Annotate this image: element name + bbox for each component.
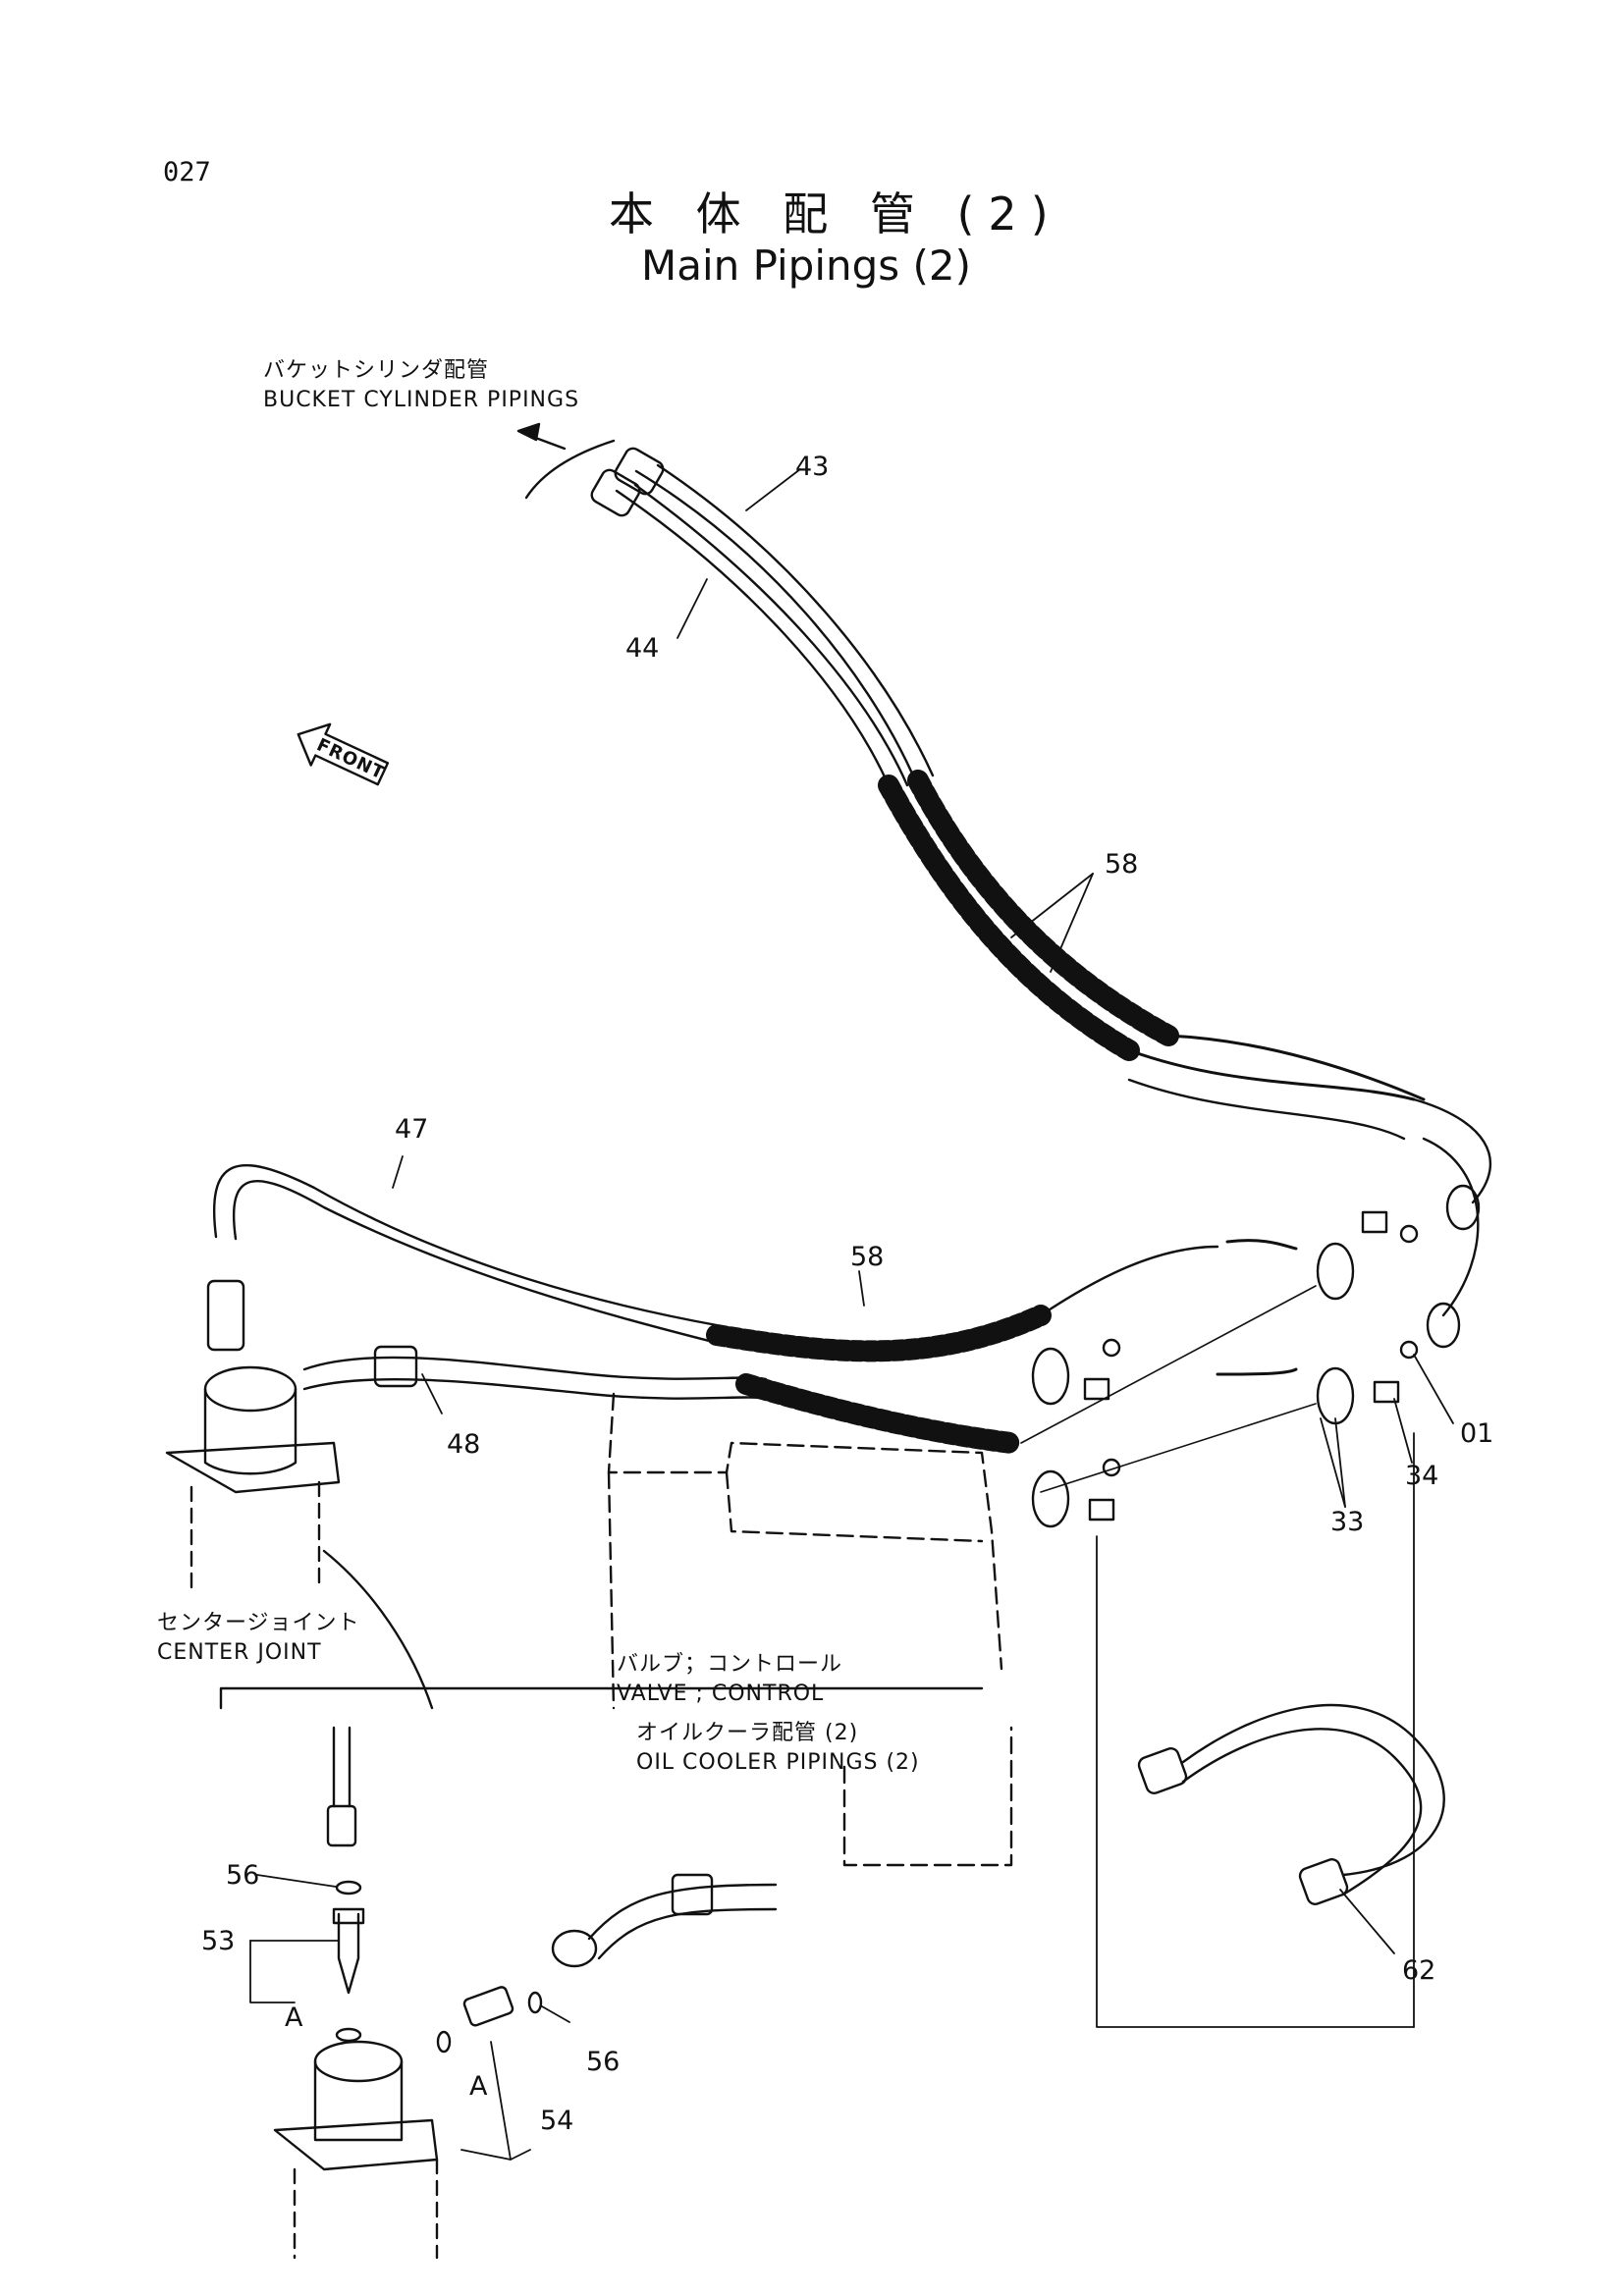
valve-control-label-en: VALVE ; CONTROL [617, 1682, 825, 1706]
leader-lines [249, 468, 1454, 2161]
detail-a-label-right: A [469, 2071, 488, 2102]
part-number-53: 53 [201, 1926, 236, 1956]
part-number-43: 43 [795, 452, 830, 482]
part-number-44: 44 [625, 633, 660, 664]
part-number-33: 33 [1330, 1507, 1365, 1537]
front-arrow [297, 722, 390, 786]
page-number: 027 [163, 157, 211, 187]
part-number-58-upper: 58 [1105, 849, 1139, 880]
valve-control-label-jp: バルブ；コントロール [617, 1652, 843, 1677]
bucket-cylinder-label-en: BUCKET CYLINDER PIPINGS [263, 388, 580, 412]
part-number-01: 01 [1460, 1418, 1494, 1449]
hose-62 [1137, 1703, 1445, 1905]
part-number-54: 54 [540, 2106, 574, 2136]
flange-fittings [1020, 1210, 1419, 1528]
hose-47-48 [206, 1164, 1219, 1454]
part-number-58-lower: 58 [850, 1242, 885, 1272]
bucket-cylinder-arrow [516, 422, 616, 500]
detail-a-label-left: A [285, 2002, 303, 2033]
oil-cooler-label-jp: オイルクーラ配管 (2) [636, 1721, 859, 1745]
center-joint-upper [165, 1365, 434, 1710]
part-number-62: 62 [1402, 1955, 1436, 1986]
part-number-47: 47 [395, 1114, 429, 1145]
oil-cooler-label-en: OIL COOLER PIPINGS (2) [636, 1750, 920, 1775]
title-english: Main Pipings (2) [641, 241, 972, 290]
bucket-cylinder-label-jp: バケットシリンダ配管 [263, 358, 490, 383]
center-joint-label-en: CENTER JOINT [157, 1640, 322, 1665]
center-joint-label-jp: センタージョイント [157, 1611, 360, 1635]
title-japanese: 本 体 配 管 (2) [609, 187, 1062, 240]
hose-43-44 [590, 447, 1492, 1349]
part-number-48: 48 [447, 1429, 481, 1460]
part-number-56-left: 56 [226, 1860, 260, 1891]
part-number-34: 34 [1405, 1461, 1439, 1491]
reference-lines [1096, 1432, 1415, 2028]
control-valve-body [607, 1392, 1013, 1867]
part-number-56-right: 56 [586, 2047, 621, 2077]
detail-a [219, 1686, 984, 2260]
